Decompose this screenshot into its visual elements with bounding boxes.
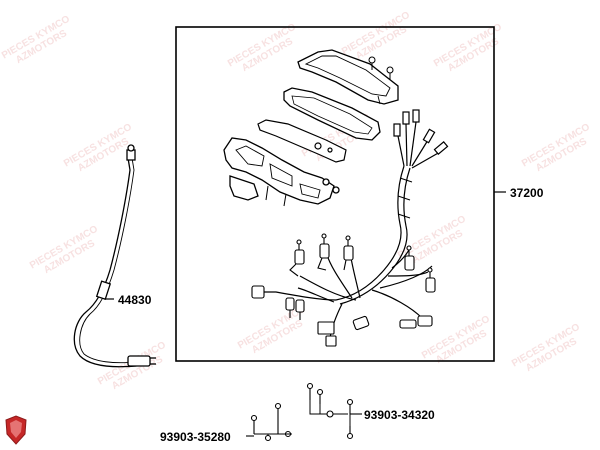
- assembly-frame: [175, 26, 495, 362]
- speedometer-cable: [73, 144, 156, 368]
- dial-plate: [257, 119, 347, 163]
- bulb-sockets: [251, 233, 436, 347]
- part-number-93903-34320: 93903-34320: [364, 408, 435, 422]
- part-number-93903-35280: 93903-35280: [160, 430, 231, 444]
- bulb-set-34320: [306, 382, 362, 440]
- lens-panel: [283, 87, 381, 141]
- brand-shield-logo: [5, 415, 27, 445]
- bulb-set-35280: [246, 402, 292, 442]
- part-number-44830: 44830: [118, 293, 152, 307]
- meter-housing: [223, 137, 340, 207]
- instrument-cover: [297, 49, 399, 105]
- mounting-screws: [368, 56, 394, 80]
- part-number-37200: 37200: [510, 186, 544, 200]
